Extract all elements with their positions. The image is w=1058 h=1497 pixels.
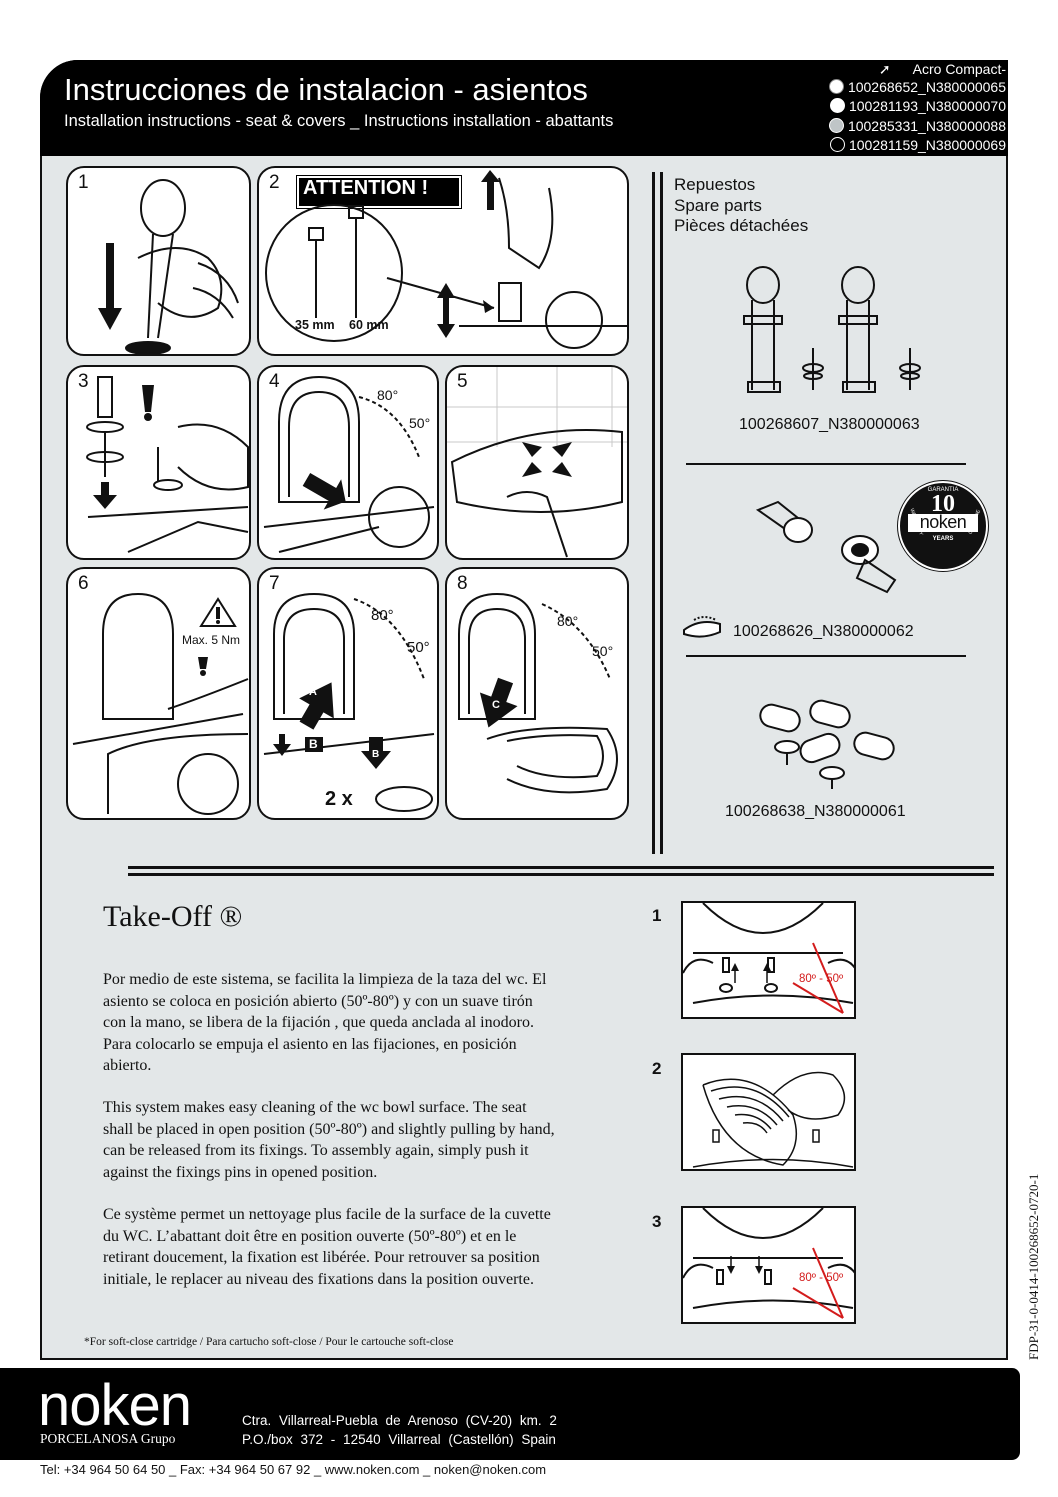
white-swatch-icon — [828, 79, 844, 94]
step-number: 7 — [269, 573, 280, 594]
step-number: 1 — [78, 172, 89, 193]
step-1-illustration — [98, 179, 239, 354]
porcelanosa-group-label: PORCELANOSA Grupo — [40, 1431, 176, 1446]
step-number: 6 — [78, 573, 89, 594]
spare-code-1: 100268607_N380000063 — [739, 416, 920, 433]
torque-label: Max. 5 Nm — [182, 633, 241, 647]
bolt-60mm-label: 60 mm — [349, 318, 389, 332]
takeoff-title: Take-Off ® — [103, 900, 243, 933]
seat-icon — [683, 616, 721, 638]
takeoff-step-number: 3 — [652, 1212, 662, 1231]
model-code-3: 100285331_N380000088 — [828, 118, 1006, 134]
takeoff-angle-label: 80º - 50º — [799, 973, 844, 985]
angle-50-label: 50° — [407, 639, 430, 656]
bolt-35mm-label: 35 mm — [295, 318, 335, 332]
fixing-kit-illustration — [743, 266, 921, 393]
step-4-tile: 80° 50° 4 — [257, 365, 439, 560]
step-number: 5 — [457, 371, 468, 392]
takeoff-text-fr: Ce système permet un nettoyage plus faci… — [103, 1206, 551, 1288]
step-7-illustration — [263, 592, 435, 812]
step-number: 4 — [269, 371, 280, 392]
step-2-illustration — [265, 170, 627, 349]
page-title: Instrucciones de instalacion - asientos — [64, 72, 588, 107]
takeoff-step-1-illustration — [683, 903, 854, 1014]
address-line-2: P.O./box 372 - 12540 Villarreal (Castell… — [242, 1432, 556, 1447]
takeoff-step-1-box — [681, 901, 856, 1019]
takeoff-angle-label: 80º - 50º — [799, 1272, 844, 1284]
takeoff-step-number: 2 — [652, 1059, 662, 1078]
step-5-tile: 5 — [445, 365, 629, 560]
step-8-illustration — [458, 592, 618, 794]
takeoff-step-number: 1 — [652, 906, 662, 925]
buffers-illustration — [759, 699, 895, 789]
model-code-1: 100268652_N380000065 — [828, 79, 1006, 95]
label-a: A — [309, 686, 317, 698]
step-3-tile: 3 — [66, 365, 251, 560]
attention-label: ATTENTION ! — [303, 177, 429, 199]
section-rule — [128, 866, 994, 869]
contact-line[interactable]: Tel: +34 964 50 64 50 _ Fax: +34 964 50 … — [40, 1462, 547, 1477]
spare-heading-es: Repuestos — [674, 175, 756, 194]
soft-close-cartridge-illustration — [755, 500, 897, 594]
footnote: *For soft-close cartridge / Para cartuch… — [84, 1336, 454, 1348]
black-swatch-icon — [829, 137, 845, 152]
section-rule — [128, 873, 994, 876]
document-code: FDP-31-0-0414-100268652-0720-1 — [1026, 1173, 1041, 1360]
step-7-tile: A B B 80° 50° 2 x 7 — [257, 567, 439, 820]
attention-badge — [296, 175, 462, 209]
angle-80-label: 80° — [371, 607, 394, 624]
label-c: C — [492, 699, 500, 711]
page-subtitle: Installation instructions - seat & cover… — [64, 112, 614, 130]
takeoff-step-2-box — [681, 1053, 856, 1171]
step-8-tile: C 80° 50° 8 — [445, 567, 629, 820]
takeoff-step-3-box — [681, 1206, 856, 1324]
label-b: B — [309, 737, 318, 751]
separator-line — [686, 655, 966, 657]
footer-bar — [0, 1368, 1020, 1460]
angle-50-label: 50° — [592, 643, 614, 659]
spare-heading-en: Spare parts — [674, 196, 762, 215]
separator-line — [686, 463, 966, 465]
divider-line — [660, 172, 663, 854]
spare-heading-fr: Pièces détachées — [674, 216, 809, 235]
arrow-icon: ➚ — [878, 61, 891, 77]
step-2-tile: ATTENTION ! 35 mm 60 mm 2 — [257, 166, 629, 356]
step-4-illustration — [263, 375, 435, 553]
spare-code-2: 100268626_N380000062 — [733, 623, 914, 640]
step-6-illustration — [72, 592, 249, 815]
white-swatch-icon — [829, 98, 845, 113]
model-code-2: 100281193_N380000070 — [829, 98, 1006, 114]
spare-code-3: 100268638_N380000061 — [725, 803, 906, 820]
step-6-tile: Max. 5 Nm 6 — [66, 567, 251, 820]
divider-line — [652, 172, 655, 854]
takeoff-text-en: This system makes easy cleaning of the w… — [103, 1099, 555, 1181]
model-code-4: 100281159_N380000069 — [829, 137, 1006, 153]
warranty-seal: GARANTIA 10 noken YEARS WARRANTY GARANTI… — [897, 480, 989, 572]
product-name: ➚Acro Compact- — [878, 61, 1006, 77]
grey-swatch-icon — [828, 118, 844, 133]
step-number: 2 — [269, 172, 280, 193]
takeoff-step-2-illustration — [692, 1071, 854, 1168]
takeoff-step-3-illustration — [683, 1208, 854, 1319]
angle-50-label: 50° — [409, 415, 431, 431]
step-5-illustration — [447, 367, 627, 558]
takeoff-text-es: Por medio de este sistema, se facilita l… — [103, 971, 547, 1074]
header-bar — [40, 60, 1008, 156]
label-b-2: B — [372, 749, 380, 760]
step-number: 8 — [457, 573, 468, 594]
noken-logo: noken — [38, 1373, 192, 1438]
address-line-1: Ctra. Villarreal-Puebla de Arenoso (CV-2… — [242, 1413, 557, 1428]
angle-80-label: 80° — [377, 387, 399, 403]
step-3-illustration — [86, 376, 249, 553]
quantity-label: 2 x — [325, 788, 353, 810]
step-number: 3 — [78, 371, 89, 392]
angle-80-label: 80° — [557, 613, 579, 629]
step-1-tile: 1 — [66, 166, 251, 356]
